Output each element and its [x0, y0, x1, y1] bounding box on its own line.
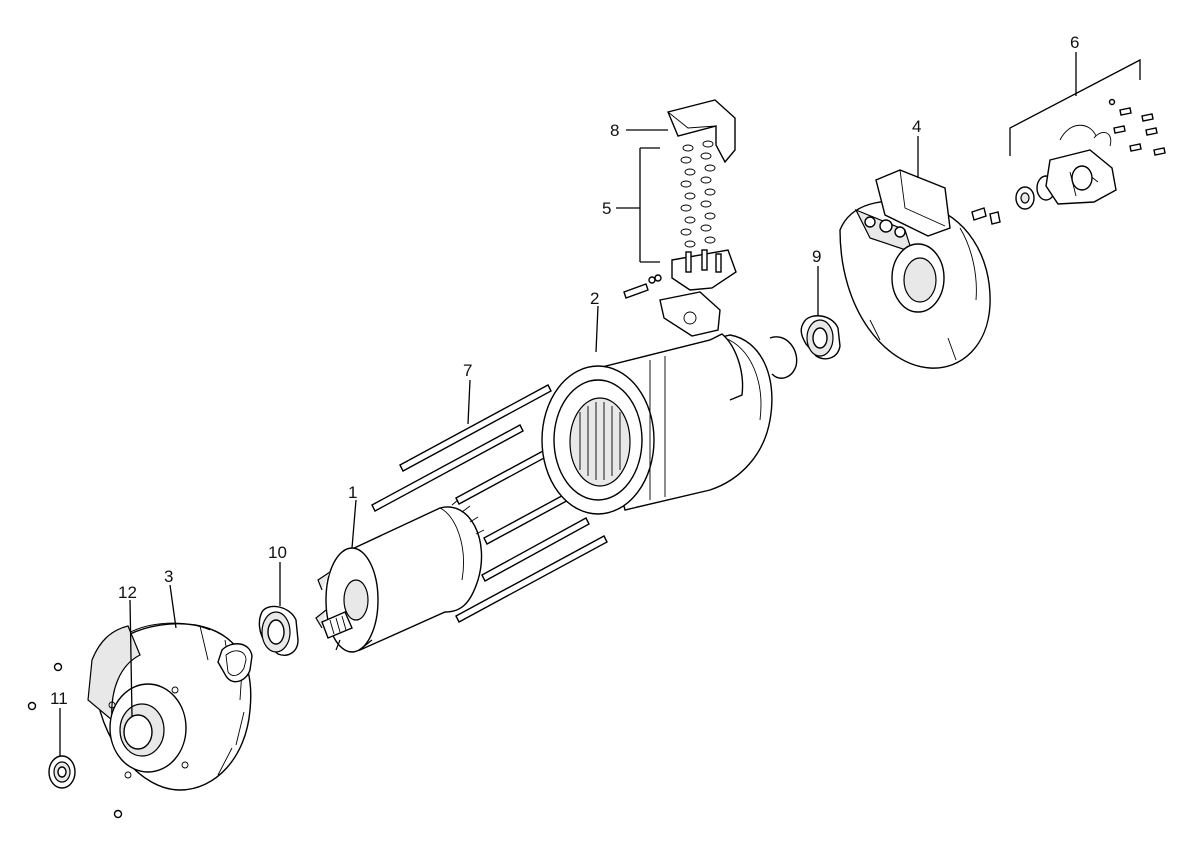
callout-1: 1: [348, 483, 357, 502]
bearing-front: [258, 605, 299, 656]
callout-7: 7: [463, 361, 472, 380]
nut: [113, 809, 123, 819]
brush-holder-assembly: [971, 98, 1166, 225]
nut: [53, 662, 63, 672]
terminal-assembly: [623, 99, 737, 337]
callout-9: 9: [812, 247, 821, 266]
callout-5: 5: [602, 199, 611, 218]
callout-4: 4: [912, 117, 921, 136]
callout-3: 3: [164, 567, 173, 586]
front-end-cover: [87, 622, 252, 791]
leader-lines: [59, 52, 1141, 756]
bearing-rear: [800, 315, 841, 360]
rear-end-shield: [839, 169, 991, 369]
nut: [27, 701, 37, 711]
callout-11: 11: [50, 689, 68, 708]
callout-8: 8: [610, 121, 619, 140]
callout-12: 12: [118, 583, 137, 602]
callout-10: 10: [268, 543, 287, 562]
armature: [315, 499, 485, 653]
stator-housing: [541, 333, 773, 515]
snap-ring: [769, 336, 798, 379]
callout-6: 6: [1070, 33, 1079, 52]
callout-2: 2: [590, 289, 599, 308]
seal-ring: [48, 755, 76, 789]
